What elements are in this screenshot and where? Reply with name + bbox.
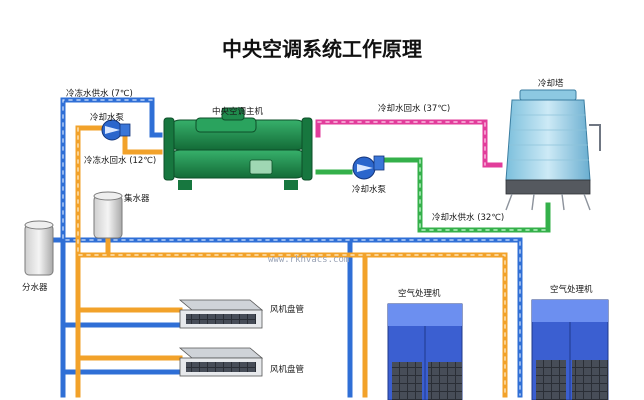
chiller-label: 中央空调主机 (212, 106, 264, 117)
cooling-tower (505, 89, 591, 211)
cooling-tower-label: 冷却塔 (538, 78, 564, 89)
collector-label: 集水器 (124, 193, 150, 204)
ahu-label: 空气处理机 (550, 284, 593, 295)
chilled-supply-flow (62, 99, 521, 396)
distributor-tank (24, 220, 54, 276)
chilled-pump-label: 冷却水泵 (90, 112, 125, 123)
fan-coil-unit (178, 299, 264, 329)
distributor-label: 分水器 (22, 282, 48, 293)
collector-tank (93, 191, 123, 239)
air-handling-unit (531, 299, 609, 400)
cooling-supply-label: 冷却水供水 (32℃) (432, 212, 504, 223)
tower-drain-pipe (589, 124, 601, 151)
chilled-return-pipe (75, 125, 508, 398)
diagram-title: 中央空调系统工作原理 (222, 37, 422, 61)
fan-coil-unit (178, 347, 264, 377)
chilled-return-flow (77, 127, 506, 396)
ahu-label: 空气处理机 (398, 288, 441, 299)
cooling-pump-label: 冷却水泵 (352, 184, 387, 195)
air-handling-unit (387, 303, 463, 400)
fan-coil-label: 风机盘管 (270, 364, 304, 375)
pipe-network (25, 97, 601, 398)
watermark-text: www.rkhvacs.com (268, 255, 349, 265)
cooling-water-pump (352, 155, 385, 180)
cooling-return-flow (317, 121, 486, 166)
cooling-supply-pipe (315, 157, 551, 233)
chiller-unit (163, 107, 313, 190)
cooling-supply-flow (419, 159, 549, 231)
chilled-supply-label: 冷冻水供水 (7℃) (66, 88, 133, 99)
fan-coil-label: 风机盘管 (270, 304, 304, 315)
chilled-return-label: 冷冻水回水 (12℃) (84, 155, 156, 166)
cooling-return-label: 冷却水回水 (37℃) (378, 103, 450, 114)
cooling-return-pipe (315, 119, 503, 168)
chilled-water-pump (101, 119, 131, 141)
